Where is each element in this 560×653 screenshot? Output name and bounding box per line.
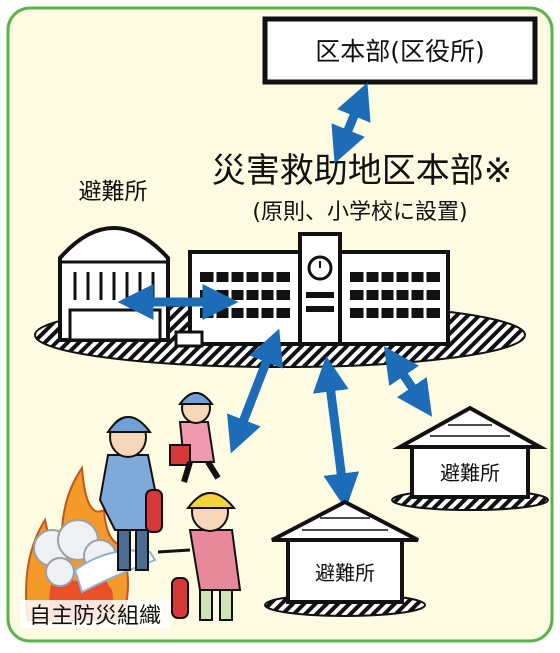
gymnasium-building: [58, 226, 170, 342]
shelter-label-top: 避難所: [79, 179, 148, 205]
connection-arrows: [117, 82, 433, 510]
bucket-icon: [169, 444, 191, 466]
volunteer-woman: [157, 492, 242, 621]
yellow-helmet-icon: [186, 492, 237, 509]
fire-extinguisher-icon: [145, 489, 163, 533]
shelter-label-bottom: 避難所: [315, 561, 375, 585]
volunteer-org-label: 自主防災組織: [29, 604, 161, 629]
arrow-school-shelter-right: [383, 346, 433, 417]
arrow-school-shelter-bottom: [312, 355, 360, 510]
shelter-label-right: 避難所: [440, 461, 500, 485]
blue-helmet-icon-2: [178, 392, 214, 405]
school-building: [174, 232, 450, 348]
disaster-hq-note: (原則、小学校に設置): [252, 200, 467, 225]
blue-helmet-icon: [106, 416, 152, 433]
volunteer-org-label-bg: [20, 600, 170, 628]
arrow-school-volunteers: [227, 328, 283, 454]
volunteer-man: [98, 416, 163, 571]
volunteer-girl: [169, 392, 221, 483]
disaster-hq-title: 災害救助地区本部※: [212, 151, 513, 191]
ward-office-label: 区本部(区役所): [315, 37, 485, 66]
ward-office-box: 区本部(区役所): [262, 16, 538, 85]
shelter-right: 避難所: [391, 405, 549, 511]
shelter-bottom: 避難所: [264, 499, 426, 617]
fire-extinguisher-icon-2: [171, 577, 189, 619]
arrow-ward-hq: [331, 82, 371, 164]
